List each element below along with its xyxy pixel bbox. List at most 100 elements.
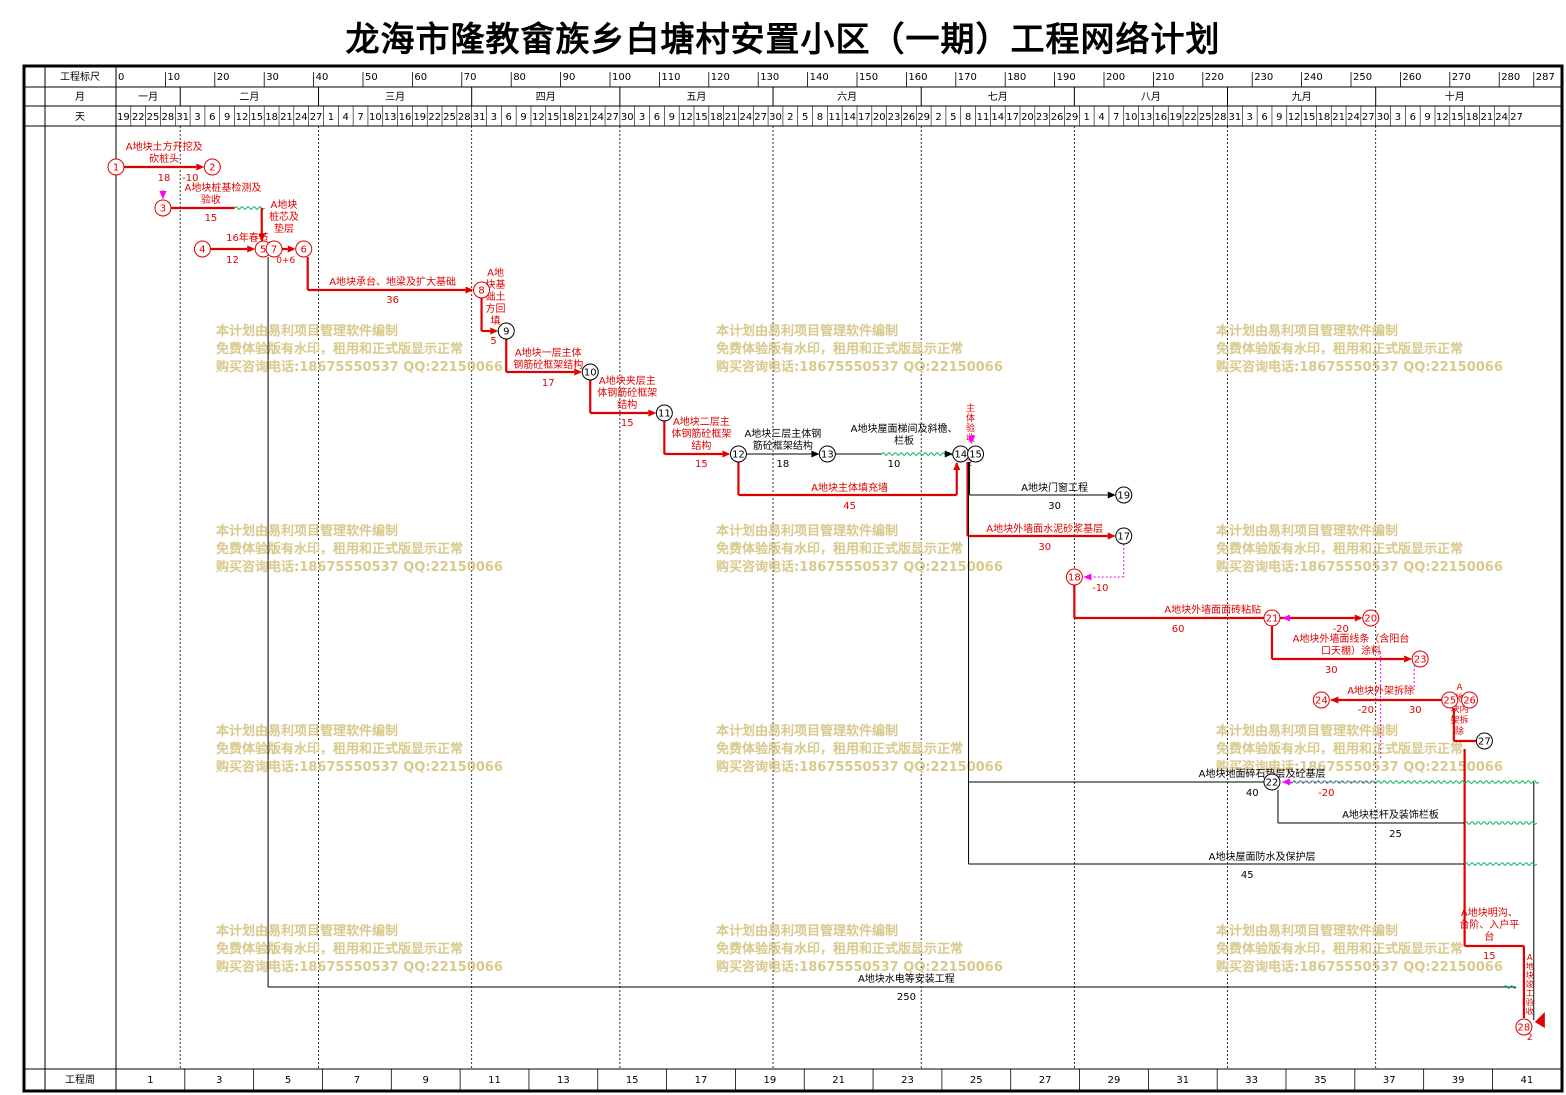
watermark-text: 免费体验版有水印，租用和正式版显示正常 — [216, 941, 463, 957]
activity-label: 栏板 — [894, 434, 914, 447]
scale-tick-label: 280 — [1501, 72, 1520, 83]
node-circle — [655, 404, 673, 422]
event-node: 27 — [1475, 732, 1493, 750]
activity-label: A — [1456, 683, 1463, 693]
day-label: 21 — [1480, 112, 1493, 123]
node-circle — [1475, 732, 1493, 750]
month-label: 三月 — [385, 91, 405, 103]
activity-duration: 17 — [542, 378, 555, 389]
node-number: 14 — [954, 450, 967, 461]
day-label: 3 — [1247, 112, 1253, 123]
event-node: 8 — [473, 281, 491, 299]
activity-label: 口天棚）涂料 — [1321, 644, 1381, 657]
watermark-text: 免费体验版有水印，租用和正式版显示正常 — [216, 341, 463, 357]
activity-duration: 15 — [1483, 951, 1496, 962]
free-float-wave — [1464, 821, 1538, 825]
scale-tick-label: 80 — [513, 72, 526, 83]
node-number: 9 — [503, 327, 509, 338]
activity-label: 体 — [966, 412, 975, 424]
watermark-text: 本计划由易利项目管理软件编制 — [716, 923, 898, 939]
activity-arrow-head — [1354, 614, 1363, 622]
watermark-text: 购买咨询电话:18675550537 QQ:22150066 — [216, 759, 503, 775]
watermark-text: 购买咨询电话:18675550537 QQ:22150066 — [216, 559, 503, 575]
activity-label: A地块夹层主 — [599, 374, 656, 387]
scale-tick-label: 220 — [1205, 72, 1224, 83]
day-label: 14 — [843, 112, 856, 123]
activity-arrow-head — [490, 327, 499, 335]
week-label: 29 — [1108, 1075, 1121, 1086]
activity-duration: 250 — [897, 992, 916, 1003]
day-label: 22 — [1184, 112, 1197, 123]
event-node: 4 — [193, 240, 211, 258]
event-node: 13 — [818, 445, 836, 463]
activity-label: 筋砼框架结构 — [753, 439, 813, 452]
node-circle — [1312, 691, 1330, 709]
activity-duration: 2 — [1527, 1033, 1533, 1043]
node-number: 8 — [478, 286, 484, 297]
activity-duration: 5 — [490, 336, 496, 347]
activity-label: A地块外墙面面砖粘贴 — [1164, 603, 1261, 616]
watermark-text: 免费体验版有水印，租用和正式版显示正常 — [716, 741, 963, 757]
scale-tick-label: 210 — [1155, 72, 1174, 83]
activity-label: A地块外墙面水泥砂浆基层 — [986, 522, 1103, 535]
activity-label: 验 — [1526, 997, 1534, 1007]
event-node: 19 — [1115, 486, 1133, 504]
node-number: 3 — [160, 204, 166, 215]
day-label: 6 — [1410, 112, 1416, 123]
day-label: 15 — [695, 112, 708, 123]
scale-tick-label: 110 — [661, 72, 680, 83]
activity-arrow-head — [1330, 696, 1339, 704]
node-circle — [154, 199, 172, 217]
day-label: 7 — [357, 112, 363, 123]
event-node: 2 — [203, 158, 221, 176]
watermark-text: 本计划由易利项目管理软件编制 — [1216, 323, 1398, 339]
node-number: 2 — [209, 163, 215, 174]
free-float-wave — [1503, 985, 1517, 989]
day-label: 3 — [491, 112, 497, 123]
scale-tick-label: 230 — [1254, 72, 1273, 83]
day-label: 17 — [1006, 112, 1019, 123]
node-number: 17 — [1117, 532, 1130, 543]
activity-label: 方回 — [486, 302, 506, 315]
activity-label: 除 — [1455, 725, 1464, 737]
day-label: 15 — [1303, 112, 1316, 123]
lag-arrow — [968, 436, 976, 444]
day-label: 29 — [917, 112, 930, 123]
day-label: 22 — [428, 112, 441, 123]
activity-label: 工 — [1526, 989, 1534, 998]
day-label: 19 — [117, 112, 130, 123]
month-label: 二月 — [239, 91, 259, 103]
activity-duration: 18 — [158, 173, 171, 184]
day-label: 9 — [1276, 112, 1282, 123]
day-label: 12 — [532, 112, 545, 123]
activity-label: A — [1527, 953, 1533, 962]
event-node: 17 — [1115, 527, 1133, 545]
day-label: 24 — [739, 112, 752, 123]
event-node: 20 — [1362, 609, 1380, 627]
scale-tick-label: 260 — [1402, 72, 1421, 83]
scale-tick-label: 170 — [958, 72, 977, 83]
day-label: 3 — [639, 112, 645, 123]
day-label: 8 — [817, 112, 823, 123]
activity-label: A地块屋面梯间及斜檐、 — [851, 422, 958, 435]
node-number: 6 — [301, 245, 307, 256]
event-node: 14 — [952, 445, 970, 463]
day-label: 24 — [1495, 112, 1508, 123]
scale-tick-label: 140 — [810, 72, 829, 83]
activity-duration: 30 — [1038, 542, 1051, 553]
activity-duration: 30 — [1325, 665, 1338, 676]
scale-tick-label: 50 — [365, 72, 378, 83]
watermark-text: 本计划由易利项目管理软件编制 — [1216, 923, 1398, 939]
activity-label: A地块土方开挖及 — [126, 140, 203, 153]
watermark-text: 购买咨询电话:18675550537 QQ:22150066 — [716, 759, 1003, 775]
activity-label: A地块外架拆除 — [1347, 684, 1414, 697]
activity-label: A地块栏杆及装饰栏板 — [1342, 808, 1439, 821]
day-label: 10 — [1125, 112, 1138, 123]
week-label: 7 — [354, 1075, 360, 1086]
lag-arrow — [1281, 614, 1290, 622]
node-number: 5 — [260, 245, 266, 256]
day-row-label: 天 — [75, 112, 85, 123]
node-number: 4 — [199, 245, 205, 256]
day-label: 28 — [1214, 112, 1227, 123]
activity-label: A地块地面碎石垫层及砼基层 — [1199, 767, 1326, 780]
